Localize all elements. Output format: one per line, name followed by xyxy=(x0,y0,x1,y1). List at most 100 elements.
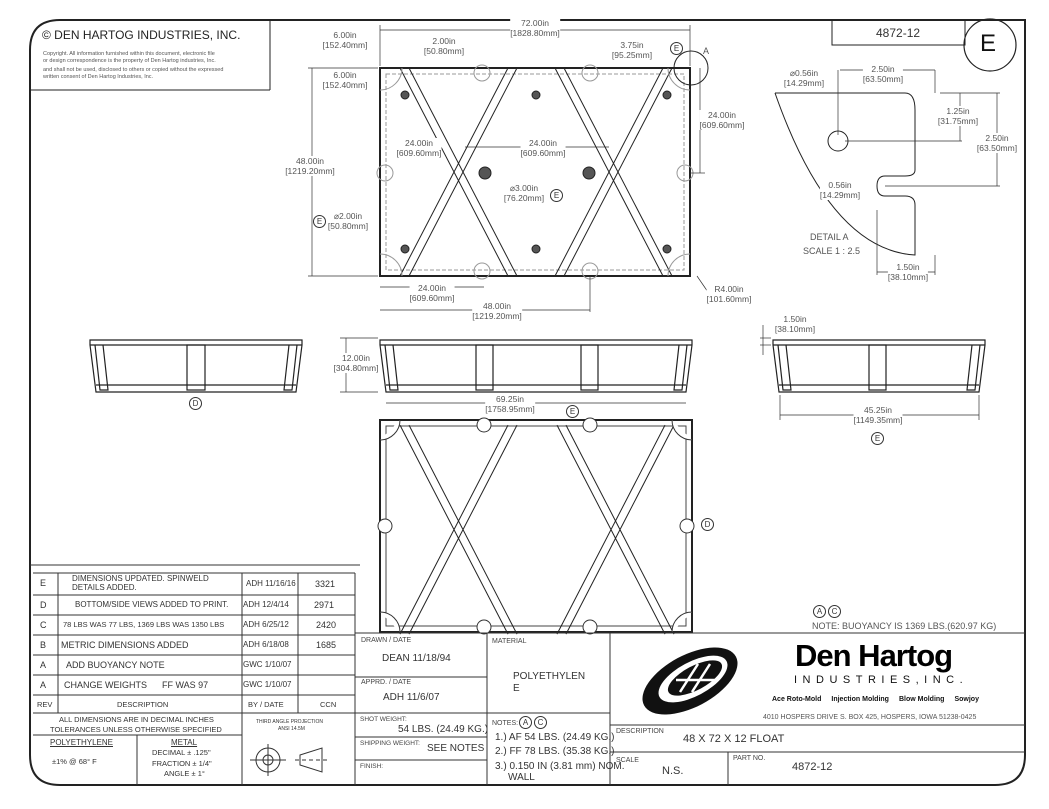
rev-header: DESCRIPTION xyxy=(117,700,169,709)
revision-callout-e: E xyxy=(313,215,326,228)
dimension-label: 72.00in[1828.80mm] xyxy=(510,18,560,38)
service-item: Sowjoy xyxy=(954,696,979,703)
metal-tolerance-decimal: DECIMAL ± .125" xyxy=(152,748,211,757)
rev-description: DIMENSIONS UPDATED. SPINWELD DETAILS ADD… xyxy=(72,574,209,592)
poly-tolerance-title: POLYETHYLENE xyxy=(50,738,113,747)
company-services: Ace Roto-Mold Injection Molding Blow Mol… xyxy=(772,696,979,703)
dimension-label: 0.56in[14.29mm] xyxy=(819,180,861,200)
rev-by-date: ADH 6/18/08 xyxy=(243,640,289,649)
rev-description: 78 LBS WAS 77 LBS, 1369 LBS WAS 1350 LBS xyxy=(63,620,225,629)
revision-callout-a: A xyxy=(813,605,826,618)
dimension-label: 24.00in[609.60mm] xyxy=(409,283,455,303)
rev-by-date: GWC 1/10/07 xyxy=(243,660,292,669)
rev-ccn: 3321 xyxy=(315,579,336,589)
rev-header: CCN xyxy=(320,700,337,709)
shot-weight-label: SHOT WEIGHT: xyxy=(360,716,407,723)
dimension-label: 45.25in[1149.35mm] xyxy=(853,405,903,425)
part-number-label: PART NO. xyxy=(733,755,766,762)
rev-by-date: ADH 12/4/14 xyxy=(243,600,289,609)
revision-callout-e: E xyxy=(566,405,579,418)
service-item: Injection Molding xyxy=(831,696,889,703)
description-value: 48 X 72 X 12 FLOAT xyxy=(683,733,785,745)
note-item: 3.) 0.150 IN (3.81 mm) NOM. xyxy=(495,761,625,772)
revision-callout-d: D xyxy=(189,397,202,410)
dimension-label: 48.00in[1219.20mm] xyxy=(285,156,335,176)
service-item: Blow Molding xyxy=(898,696,945,703)
rev-by-date: ADH 11/16/16 xyxy=(246,579,296,588)
header-revision: E xyxy=(980,30,997,57)
dimension-label: 3.75in[95.25mm] xyxy=(611,40,653,60)
revision-callout-e: E xyxy=(871,432,884,445)
rev-ccn: 1685 xyxy=(316,640,337,650)
dimension-label: 1.25in[31.75mm] xyxy=(937,106,979,126)
detail-title: DETAIL A xyxy=(810,232,849,242)
material-value-cont: E xyxy=(513,683,520,694)
service-item: Ace Roto-Mold xyxy=(772,696,822,703)
dimension-label: 6.00in[152.40mm] xyxy=(322,30,368,50)
note-item-cont: WALL xyxy=(508,772,535,783)
rev-letter: D xyxy=(40,600,47,610)
detail-scale: SCALE 1 : 2.5 xyxy=(803,246,861,256)
scale-label: SCALE xyxy=(616,757,639,764)
company-name: Den Hartog xyxy=(795,638,953,673)
dimension-label: 2.50in[63.50mm] xyxy=(862,64,904,84)
rev-by-date: ADH 6/25/12 xyxy=(243,620,289,629)
rev-header: BY / DATE xyxy=(248,700,284,709)
material-value: POLYETHYLEN xyxy=(513,671,586,682)
bottom-view xyxy=(377,417,695,635)
rev-letter: E xyxy=(40,578,47,588)
company-subtitle: INDUSTRIES,INC. xyxy=(794,674,969,686)
dimension-label: 2.00in[50.80mm] xyxy=(423,36,465,56)
poly-tolerance-value: ±1% @ 68° F xyxy=(52,757,97,766)
rev-by-date: GWC 1/10/07 xyxy=(243,680,292,689)
copyright-line: and shall not be used, disclosed to othe… xyxy=(43,67,224,73)
notes-callout-a: A xyxy=(519,716,532,729)
part-number-value: 4872-12 xyxy=(792,761,833,773)
dimension-label: 12.00in[304.80mm] xyxy=(333,353,379,373)
detail-a xyxy=(774,69,1000,275)
rev-ccn: 2971 xyxy=(314,600,335,610)
metal-tolerance-angle: ANGLE ± 1° xyxy=(164,769,205,778)
dimension-label: 24.00in[609.60mm] xyxy=(520,138,566,158)
header-part-number: 4872-12 xyxy=(876,26,921,40)
shot-weight-value: 54 LBS. (24.49 KG.) xyxy=(398,724,489,735)
shipping-weight-label: SHIPPING WEIGHT: xyxy=(360,740,420,747)
copyright-line: or design correspondence is the property… xyxy=(43,58,216,64)
dimension-label: R4.00in[101.60mm] xyxy=(706,284,752,304)
shipping-weight-value: SEE NOTES xyxy=(427,743,485,754)
note-item: 1.) AF 54 LBS. (24.49 KG.) xyxy=(495,732,615,743)
projection-label: THIRD ANGLE PROJECTION xyxy=(256,719,323,725)
detail-marker: A xyxy=(703,46,710,56)
side-views xyxy=(89,339,986,393)
rev-letter: A xyxy=(40,680,47,690)
tolerance-line: ALL DIMENSIONS ARE IN DECIMAL INCHES xyxy=(59,715,214,724)
finish-label: FINISH: xyxy=(360,763,384,770)
revision-callout-d: D xyxy=(701,518,714,531)
approved-value: ADH 11/6/07 xyxy=(383,692,440,703)
company-address: 4010 HOSPERS DRIVE S. BOX 425, HOSPERS, … xyxy=(763,714,977,721)
drawn-value: DEAN 11/18/94 xyxy=(382,653,451,664)
scale-value: N.S. xyxy=(662,765,684,777)
dimension-label: 1.50in[38.10mm] xyxy=(887,262,929,282)
copyright-line: Copyright. All information furnished wit… xyxy=(43,51,215,57)
rev-letter: A xyxy=(40,660,47,670)
rev-description: BOTTOM/SIDE VIEWS ADDED TO PRINT. xyxy=(75,600,229,609)
dimension-label: 24.00in[609.60mm] xyxy=(396,138,442,158)
rev-description: ADD BUOYANCY NOTE xyxy=(66,660,165,670)
buoyancy-note: NOTE: BUOYANCY IS 1369 LBS.(620.97 KG) xyxy=(812,621,997,631)
dimension-label: ⌀2.00in[50.80mm] xyxy=(327,211,369,231)
copyright-line: written consent of Den Hartog Industries… xyxy=(43,74,154,80)
dimension-label: 6.00in[152.40mm] xyxy=(322,70,368,90)
revision-callout-e: E xyxy=(670,42,683,55)
top-view xyxy=(376,50,709,280)
rev-letter: B xyxy=(40,640,47,650)
metal-tolerance-title: METAL xyxy=(171,738,198,747)
dimension-label: 69.25in[1758.95mm] xyxy=(485,394,535,414)
rev-ccn: 2420 xyxy=(316,620,337,630)
note-item: 2.) FF 78 LBS. (35.38 KG.) xyxy=(495,746,615,757)
tolerance-line: TOLERANCES UNLESS OTHERWISE SPECIFIED xyxy=(50,725,222,734)
revision-callout-c: C xyxy=(828,605,841,618)
approved-label: APPRD. / DATE xyxy=(361,679,412,686)
material-label: MATERIAL xyxy=(492,638,527,645)
